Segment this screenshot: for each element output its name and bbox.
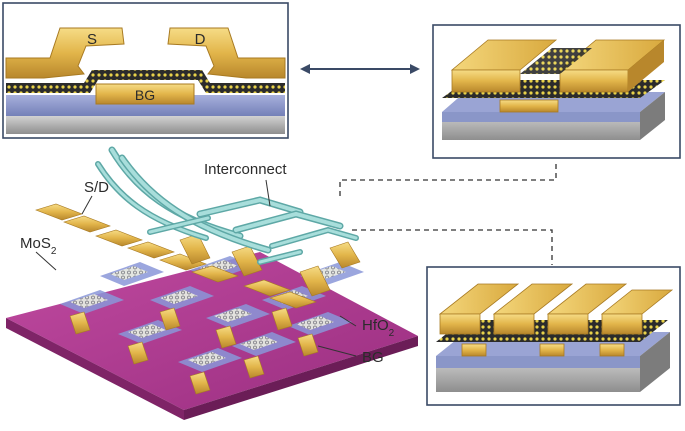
mos2-label-base: MoS bbox=[20, 235, 51, 252]
source-drain-contacts bbox=[35, 203, 361, 309]
leader-line-top bbox=[339, 160, 557, 196]
leader-line-bottom bbox=[352, 229, 553, 265]
cross-section-frame bbox=[2, 2, 289, 139]
bg-callout: BG bbox=[317, 345, 384, 366]
multi-gate-3d-panel bbox=[426, 266, 681, 406]
multi-gate-frame bbox=[426, 266, 681, 406]
interconnect-callout: Interconnect bbox=[204, 161, 287, 207]
bg-layer-label: BG bbox=[362, 349, 384, 366]
hfo2-label-subscript: 2 bbox=[389, 328, 395, 339]
mos2-callout: MoS2 bbox=[20, 235, 57, 271]
hfo2-callout: HfO2 bbox=[339, 315, 395, 339]
chip-substrate-side-left bbox=[6, 318, 184, 420]
substrate-layer bbox=[6, 116, 285, 134]
cross-section-panel: BG S D bbox=[2, 2, 289, 139]
back-gate-tabs bbox=[69, 307, 319, 395]
drain-label: D bbox=[195, 31, 206, 48]
source-label: S bbox=[87, 31, 97, 48]
mos2-label-subscript: 2 bbox=[51, 246, 57, 257]
back-gate-label: BG bbox=[135, 87, 155, 103]
source-electrode bbox=[5, 27, 125, 79]
mos2-label: MoS2 bbox=[20, 235, 57, 257]
hfo2-label: HfO2 bbox=[362, 317, 395, 339]
source-drain-label: S/D bbox=[84, 179, 109, 196]
dielectric-layer bbox=[6, 95, 285, 116]
comparison-arrow bbox=[300, 64, 420, 74]
exploded-chip-view bbox=[6, 146, 418, 420]
source-drain-callout: S/D bbox=[81, 179, 109, 215]
single-gate-3d-panel bbox=[432, 24, 681, 159]
hfo2-label-base: HfO bbox=[362, 317, 389, 334]
interconnect-layer bbox=[95, 146, 359, 265]
chip-substrate-side-right bbox=[184, 336, 418, 420]
drain-electrode bbox=[167, 27, 286, 79]
back-gate-electrode bbox=[95, 83, 195, 105]
single-gate-frame bbox=[432, 24, 681, 159]
interconnect-label: Interconnect bbox=[204, 161, 287, 178]
mos2-channel-layer bbox=[6, 70, 285, 93]
